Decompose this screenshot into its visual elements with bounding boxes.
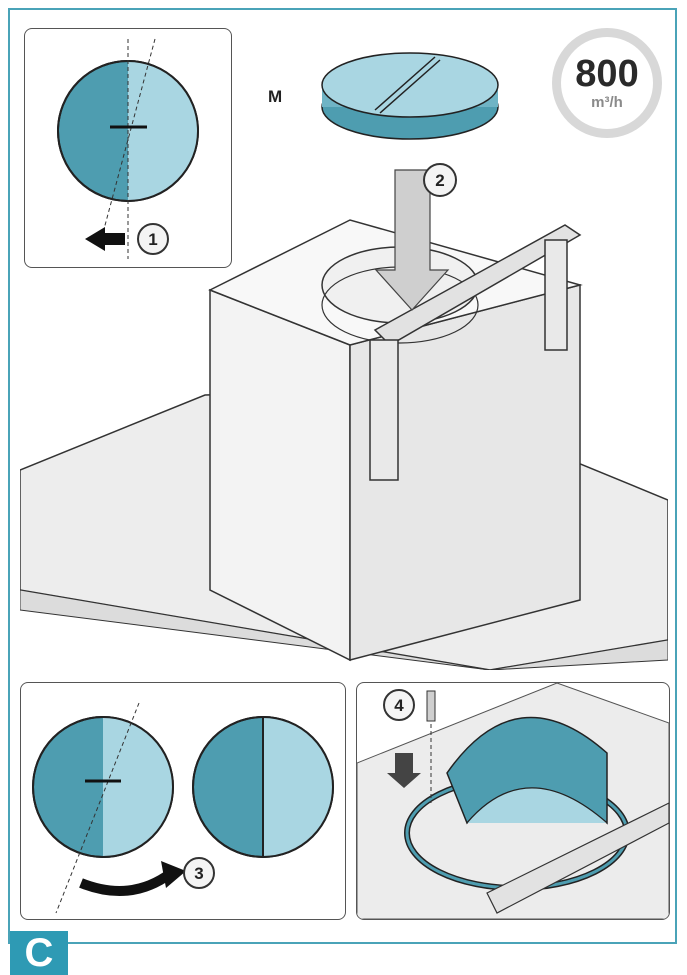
step-2-circle	[423, 163, 457, 197]
step-3-label: 3	[194, 864, 203, 883]
step-1-arrow-icon	[85, 227, 125, 251]
step-4-label: 4	[394, 696, 404, 715]
panel-step-3: 3	[20, 682, 346, 920]
badge-unit: m³/h	[591, 94, 623, 111]
part-label-m: M	[268, 87, 283, 106]
badge-ring	[552, 28, 662, 138]
step-1-label: 1	[148, 230, 157, 249]
step-3-arrow-icon	[79, 868, 174, 896]
badge-value: 800	[575, 53, 639, 95]
hood-front-edge	[20, 589, 668, 670]
panel-1-drawing: 1	[57, 38, 199, 259]
panel-step-1: 1	[24, 28, 232, 268]
panel-4-drawing: 4	[357, 683, 669, 919]
bracket-leg-left	[369, 339, 399, 481]
section-label: C	[10, 931, 68, 975]
step-4-arrow-icon	[387, 753, 421, 788]
step-2-label: 2	[435, 171, 444, 190]
damper-m	[321, 52, 499, 140]
main-illustration: 2	[20, 163, 668, 670]
panel-3-drawing: 3	[32, 702, 334, 914]
screw-icon	[426, 690, 436, 722]
bracket-leg-right	[544, 239, 568, 351]
airflow-badge: 800 m³/h	[548, 24, 666, 142]
panel-step-4: 4	[356, 682, 670, 920]
